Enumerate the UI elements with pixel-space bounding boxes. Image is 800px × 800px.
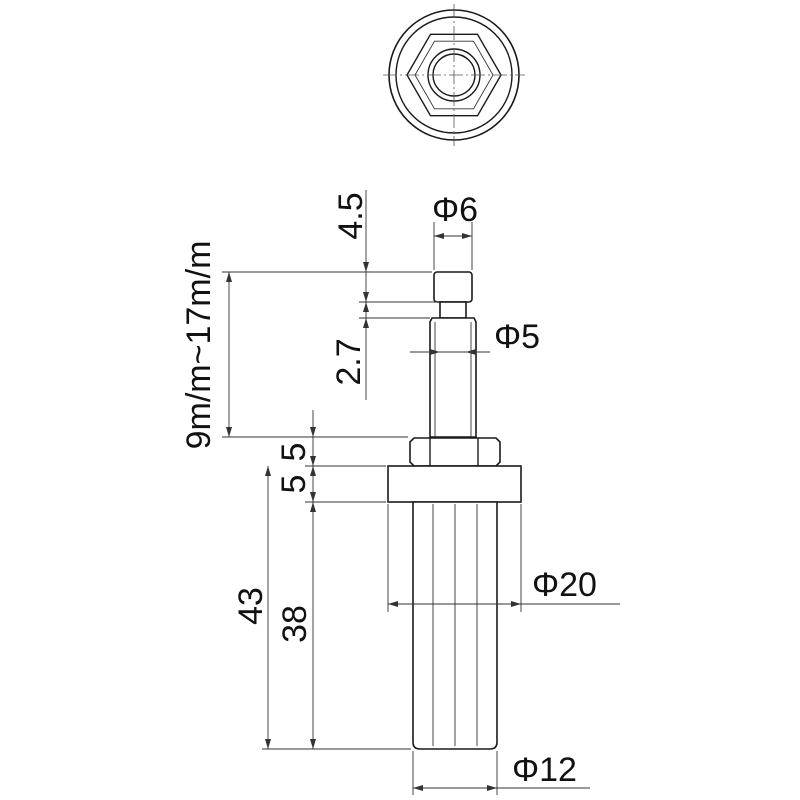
- threaded-shaft: [429, 317, 477, 438]
- label-tip-diameter: Φ6: [432, 191, 478, 229]
- neck: [439, 301, 467, 319]
- arrow-body-top: [310, 502, 316, 512]
- top-view: [383, 4, 525, 146]
- dimension-labels: 4.5 Φ6 Φ5 2.7 9m/m~17m/m 5 5 43 38 Φ20 Φ…: [180, 191, 597, 789]
- arrow-tip-bottom-a: [363, 292, 369, 302]
- arrow-collar-dia-left: [388, 601, 398, 607]
- arrow-collar-dia-right: [511, 601, 521, 607]
- label-body-length: 38: [276, 605, 314, 643]
- arrow-total-top: [265, 466, 271, 476]
- arrow-neck-dia-right: [466, 349, 476, 355]
- label-tip-length: 4.5: [332, 192, 370, 239]
- arrow-tip-bottom-b: [363, 302, 369, 312]
- arrow-nut-top: [310, 427, 316, 437]
- label-total-height: 43: [232, 587, 270, 625]
- hex-nut: [409, 437, 501, 467]
- extension-lines: [222, 222, 522, 795]
- arrow-neck-bottom: [363, 318, 369, 328]
- label-nut-height: 5: [275, 443, 313, 462]
- side-view: [387, 271, 522, 750]
- arrow-neck-dia-left: [430, 349, 440, 355]
- label-adjust-range: 9m/m~17m/m: [180, 241, 218, 450]
- tip-block: [433, 271, 473, 303]
- arrow-nut-bottom: [310, 456, 316, 466]
- arrow-total-bottom: [265, 739, 271, 749]
- label-neck-length: 2.7: [330, 338, 368, 385]
- dimension-lines: [226, 190, 620, 791]
- arrow-tip-top: [363, 262, 369, 272]
- arrow-tip-dia-right: [462, 233, 472, 239]
- arrow-body-bottom: [310, 739, 316, 749]
- label-collar-diameter: Φ20: [532, 566, 597, 604]
- label-neck-diameter: Φ5: [494, 318, 540, 356]
- arrow-collar-bottom: [310, 492, 316, 502]
- arrow-range-bottom: [226, 427, 232, 437]
- arrow-collar-top: [310, 466, 316, 476]
- collar: [387, 465, 522, 503]
- arrow-range-top: [226, 272, 232, 282]
- arrow-body-dia-left: [413, 785, 423, 791]
- arrow-tip-dia-left: [434, 233, 444, 239]
- arrow-body-dia-right: [487, 785, 497, 791]
- label-collar-height: 5: [275, 475, 313, 494]
- label-body-diameter: Φ12: [512, 751, 577, 789]
